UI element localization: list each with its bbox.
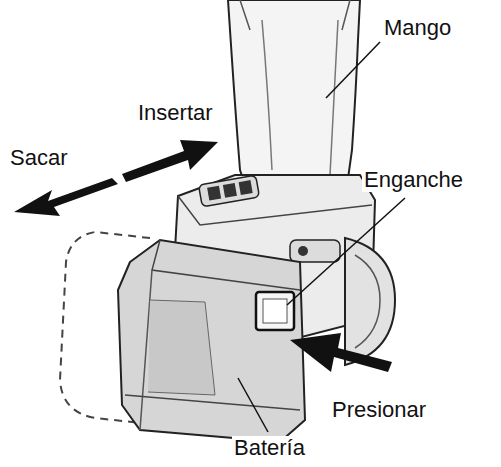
leader-line [238,378,268,432]
indicator [290,240,340,262]
tool-handle [228,0,360,200]
insert-arrow [122,140,218,182]
panel-button [223,183,237,198]
panel-button [207,186,221,201]
latch-detail [263,299,287,323]
part-label: Mango [382,16,453,40]
action-label: Sacar [8,146,69,170]
action-label: Insertar [136,101,215,125]
battery-pack [118,240,305,442]
remove-arrow [14,178,118,216]
action-label: Presionar [330,398,428,422]
battery-edge [152,240,300,290]
panel-button [239,180,253,195]
clip-detail [355,255,380,348]
part-label: Batería [232,436,307,460]
leader-line [326,42,380,98]
press-arrow [290,333,392,372]
battery-edge [125,395,300,410]
battery-latch [256,292,294,330]
battery-face [148,300,215,395]
handle-detail [330,20,338,175]
handle-detail [240,0,350,30]
control-panel [199,175,260,207]
handle-detail [262,20,272,170]
part-label: Enganche [362,168,465,192]
belt-clip [345,238,395,365]
leader-line [287,198,405,305]
indicator-lamp [298,246,308,256]
